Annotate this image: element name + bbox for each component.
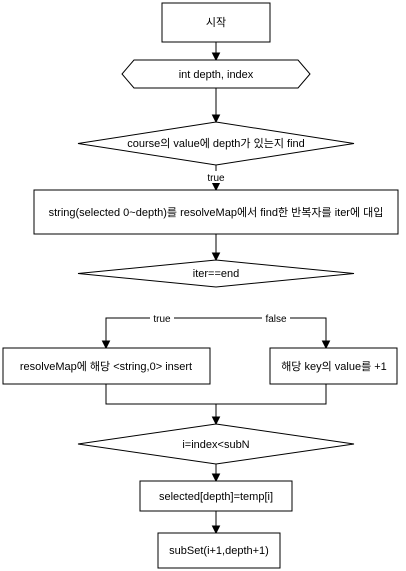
iter-end-label: iter==end bbox=[193, 268, 239, 280]
edge-label-bg bbox=[205, 171, 227, 183]
edge-merge bbox=[105, 384, 327, 405]
input-node bbox=[121, 59, 311, 89]
edge-iter-end-increment bbox=[216, 317, 327, 342]
find-resolve-node bbox=[33, 189, 399, 235]
iter-end-decision bbox=[77, 259, 355, 288]
arrowhead bbox=[101, 340, 111, 350]
edge-label-true: true bbox=[207, 173, 225, 184]
arrowhead bbox=[321, 340, 331, 350]
arrowhead bbox=[211, 52, 221, 62]
recurse-node bbox=[157, 532, 281, 569]
edge-label-bg bbox=[262, 312, 290, 324]
insert-node bbox=[2, 347, 211, 385]
find-course-label: course의 value에 depth가 있는지 find bbox=[127, 137, 305, 150]
assign-node bbox=[139, 480, 293, 512]
increment-label: 해당 key의 value를 +1 bbox=[281, 359, 387, 373]
arrowhead bbox=[211, 525, 221, 535]
find-resolve-label: string(selected 0~depth)를 resolveMap에서 f… bbox=[49, 206, 384, 219]
edge-label-true: true bbox=[153, 314, 171, 325]
edge-label-false: false bbox=[265, 314, 287, 325]
edge-label-bg bbox=[150, 312, 174, 324]
loop-decision bbox=[77, 423, 355, 465]
increment-node bbox=[269, 347, 398, 385]
arrowhead bbox=[211, 252, 221, 262]
arrowhead bbox=[211, 114, 221, 124]
start-node bbox=[161, 2, 271, 43]
recurse-label: subSet(i+1,depth+1) bbox=[169, 545, 269, 557]
assign-label: selected[depth]=temp[i] bbox=[159, 491, 273, 503]
input-label: int depth, index bbox=[179, 69, 254, 81]
edge-iter-end-insert bbox=[105, 317, 216, 342]
arrowhead bbox=[211, 416, 221, 426]
insert-label: resolveMap에 해당 <string,0> insert bbox=[20, 359, 192, 373]
loop-label: i=index<subN bbox=[182, 439, 249, 451]
find-course-decision bbox=[77, 121, 355, 166]
arrowhead bbox=[211, 473, 221, 483]
start-label: 시작 bbox=[206, 16, 226, 29]
arrowhead bbox=[211, 182, 221, 192]
